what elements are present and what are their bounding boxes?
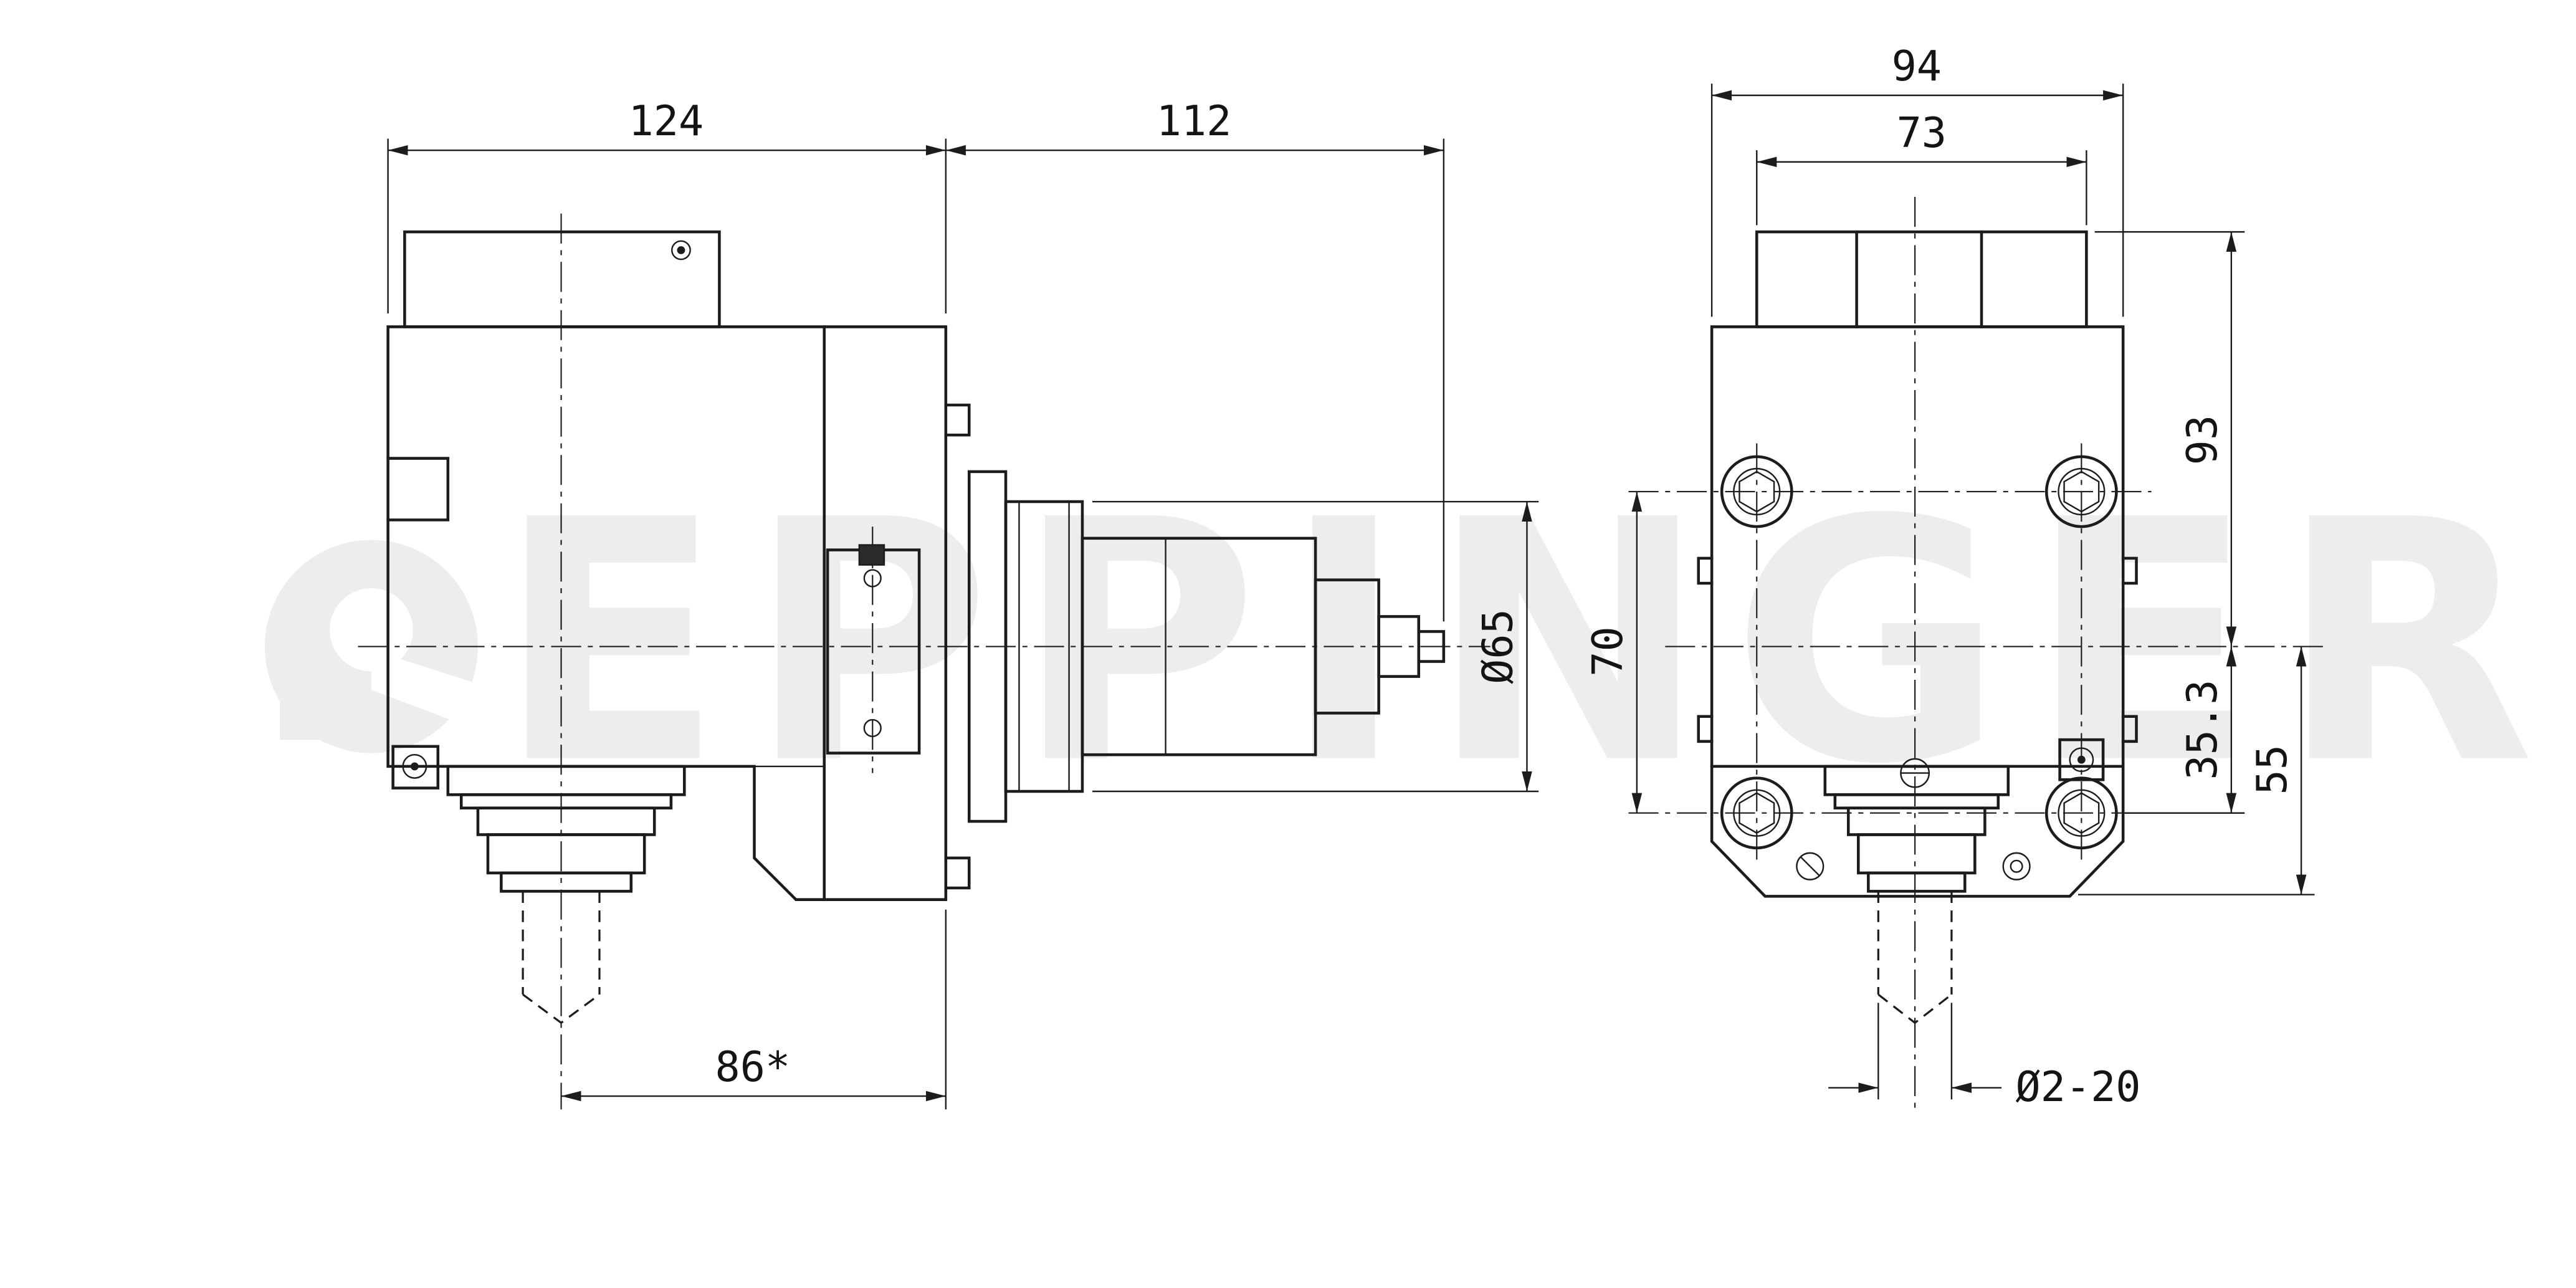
dim-front-screw-spacing: 70 [1583, 491, 1643, 813]
dim-label-93: 93 [2178, 415, 2226, 465]
watermark: EPPINGER [264, 450, 2558, 837]
dim-label-112: 112 [1157, 97, 1232, 145]
dim-side-shank-length: 112 [945, 97, 1445, 622]
brand-watermark-text: EPPINGER [496, 450, 2558, 837]
side-view-collet [446, 765, 686, 1024]
dim-label-55: 55 [2248, 745, 2296, 794]
plate-screw-icon [858, 544, 885, 566]
dim-front-body-width: 94 [1710, 42, 2124, 317]
side-view-body [386, 230, 971, 901]
front-view: 94 73 70 93 35.3 55 [1583, 42, 2323, 1111]
dim-label-86: 86* [715, 1042, 791, 1091]
front-view-body [1697, 230, 2138, 898]
dim-front-axis-to-base: 55 [2077, 646, 2315, 895]
side-view: 124 112 Ø65 86* [358, 97, 1539, 1110]
dim-front-cap-width: 73 [1756, 108, 2087, 226]
dim-front-top-to-axis: 93 [2094, 231, 2245, 647]
side-view-shank [967, 470, 1446, 823]
dim-side-spindle-offset: 86* [561, 909, 947, 1110]
dim-label-73: 73 [1897, 108, 1947, 157]
cap-screw-icon [671, 240, 691, 260]
side-corner-block [391, 745, 440, 789]
dim-label-70: 70 [1583, 626, 1632, 676]
dim-label-124: 124 [629, 97, 704, 145]
dim-label-clamping-range: Ø2-20 [2015, 1062, 2140, 1111]
dim-side-shank-diameter: Ø65 [1092, 500, 1539, 793]
dim-front-axis-to-screws: 35.3 [2124, 646, 2245, 814]
dim-label-35-3: 35.3 [2178, 680, 2226, 780]
front-housing-outline [1710, 325, 2125, 898]
dim-side-body-width: 124 [387, 97, 947, 314]
dim-label-d65: Ø65 [1473, 609, 1522, 684]
front-top-cap [1755, 230, 2088, 328]
dim-front-clamping-range: Ø2-20 [1828, 1003, 2141, 1111]
side-left-tab [386, 457, 450, 522]
pin-icon [2002, 852, 2031, 880]
side-view-centerlines [358, 213, 1491, 1110]
small-screw-icon [1796, 852, 1825, 880]
front-view-collet [1823, 765, 2010, 1024]
dim-label-94: 94 [1892, 42, 1942, 90]
front-corner-block [2058, 738, 2105, 781]
